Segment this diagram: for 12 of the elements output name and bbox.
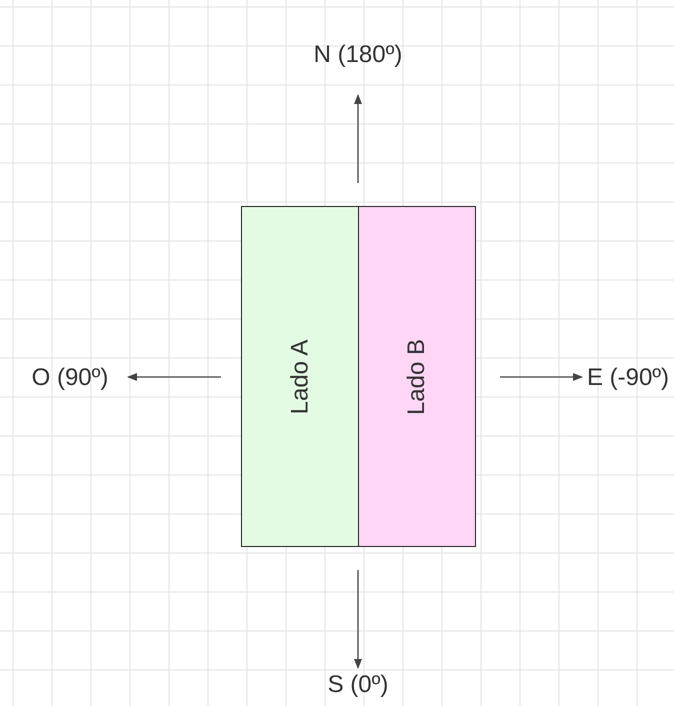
direction-label: O (90º) [12,362,128,394]
arrow [500,373,583,381]
side-label: Lado B [402,338,431,415]
side-label: Lado A [285,339,314,414]
arrow [354,570,362,669]
side-box [358,206,476,547]
direction-label: N (180º) [306,15,410,95]
side-box [241,206,359,547]
direction-label: S (0º) [306,668,410,702]
arrow [127,373,221,381]
direction-label: E (-90º) [582,340,674,416]
arrow [354,94,362,183]
